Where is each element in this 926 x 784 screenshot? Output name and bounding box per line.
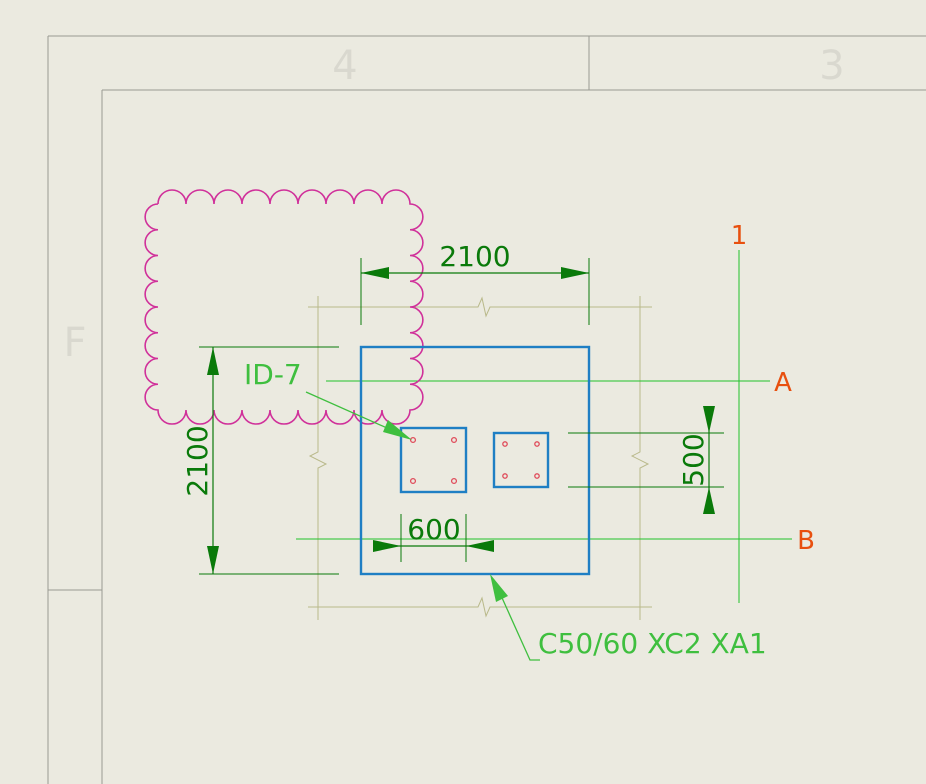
arrow-head bbox=[466, 540, 494, 552]
zone-label-row-f: F bbox=[63, 320, 86, 366]
rebar-dot bbox=[534, 473, 540, 479]
concrete-spec-label[interactable]: C50/60 XC2 XA1 bbox=[538, 627, 767, 660]
arrow-head bbox=[373, 540, 401, 552]
structural-grid: 1 A B bbox=[296, 221, 815, 603]
concrete-spec-leader[interactable]: C50/60 XC2 XA1 bbox=[490, 574, 767, 661]
rebar-dot bbox=[409, 436, 417, 444]
id-tag-leader[interactable]: ID-7 bbox=[244, 358, 412, 440]
arrow-head bbox=[703, 406, 715, 433]
drawing-frame: 4 3 F bbox=[47, 35, 926, 784]
rebar-dot bbox=[502, 441, 508, 447]
dimension-column-width[interactable]: 600 bbox=[373, 513, 494, 562]
break-line-top bbox=[308, 296, 652, 318]
zone-label-column-4: 4 bbox=[332, 43, 357, 89]
rebar-right-column bbox=[502, 441, 540, 479]
leader-arrow-head bbox=[383, 420, 412, 440]
rebar-dot bbox=[450, 436, 458, 444]
rebar-dot bbox=[502, 473, 508, 479]
leader-line bbox=[493, 579, 540, 661]
zone-label-column-3: 3 bbox=[819, 43, 844, 89]
dimension-column-depth[interactable]: 500 bbox=[568, 406, 724, 514]
dimension-footing-height[interactable]: 2100 bbox=[181, 346, 339, 575]
dimension-footing-width[interactable]: 2100 bbox=[360, 240, 590, 325]
dimension-value: 600 bbox=[407, 513, 460, 546]
break-line-right bbox=[630, 296, 650, 620]
rebar-dot bbox=[534, 441, 540, 447]
arrow-head bbox=[561, 267, 589, 279]
leader-arrow-head bbox=[490, 574, 508, 602]
dimension-value: 2100 bbox=[439, 240, 510, 273]
arrow-head bbox=[703, 487, 715, 514]
foundation-plan bbox=[359, 345, 591, 576]
dimension-value: 500 bbox=[677, 433, 710, 486]
grid-label-b[interactable]: B bbox=[797, 526, 815, 556]
column-left[interactable] bbox=[399, 426, 468, 494]
column-right[interactable] bbox=[492, 431, 550, 489]
break-line-bottom bbox=[308, 596, 652, 618]
arrow-head bbox=[207, 347, 219, 375]
grid-label-1[interactable]: 1 bbox=[731, 221, 748, 251]
rebar-left-column bbox=[409, 436, 458, 485]
revision-cloud[interactable] bbox=[144, 189, 424, 425]
id-tag-label[interactable]: ID-7 bbox=[244, 358, 302, 391]
rebar-dot bbox=[409, 477, 417, 485]
footing-outline[interactable] bbox=[359, 345, 591, 576]
grid-label-a[interactable]: A bbox=[774, 368, 792, 398]
break-lines bbox=[308, 296, 652, 620]
rebar-dot bbox=[450, 477, 458, 485]
dimension-value: 2100 bbox=[181, 425, 214, 496]
arrow-head bbox=[207, 546, 219, 574]
arrow-head bbox=[361, 267, 389, 279]
break-line-left bbox=[308, 296, 328, 620]
